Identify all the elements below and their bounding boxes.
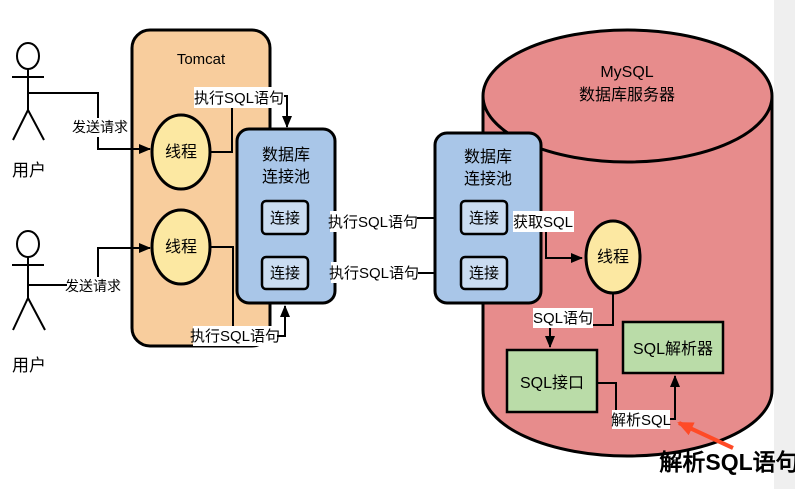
label-to-pool1-top-arrow — [282, 95, 292, 128]
connection-pool-1: 数据库 连接池 连接 连接 — [235, 127, 337, 305]
annotation-arrow — [677, 421, 734, 450]
thread-2-label: 线程 — [165, 238, 197, 256]
sql-parser-module: SQL解析器 — [621, 320, 725, 375]
user1-body — [12, 69, 45, 141]
pool1-connection-1-box — [260, 199, 310, 236]
pool2-title-line2: 连接池 — [464, 170, 512, 188]
sql-interface-box — [505, 348, 599, 414]
user2-request-arrow — [28, 243, 151, 286]
interface-to-label-line — [597, 382, 617, 411]
pool1-connection-2-box — [260, 255, 310, 291]
sql-parser-label: SQL解析器 — [633, 340, 713, 358]
user2-label: 用户 — [12, 356, 46, 375]
connection-pool-2: 数据库 连接池 连接 连接 — [433, 131, 543, 305]
pool2-title-line1: 数据库 — [464, 148, 512, 166]
tomcat-title: Tomcat — [177, 51, 226, 68]
pool2-connection-1-box — [459, 199, 509, 236]
mysql-title-line1: MySQL — [600, 64, 653, 81]
tomcat-thread-1: 线程 — [150, 113, 212, 191]
sql-statement-label-bg — [533, 308, 593, 328]
user2-body — [12, 257, 46, 331]
user1-request-label-bg — [74, 118, 127, 137]
parse-sql-arrow — [668, 375, 680, 420]
thread1-to-label-line — [210, 107, 233, 153]
pool2-connection-2-label: 连接 — [469, 265, 499, 282]
pool1-title-line2: 连接池 — [262, 168, 310, 186]
exec-sql-top-label-bg — [194, 87, 284, 108]
pool2-connection-1-label: 连接 — [469, 210, 499, 227]
pool2-connection-2-box — [459, 255, 509, 291]
mysql-thread: 线程 — [584, 219, 642, 295]
pool1-connection-1-label: 连接 — [270, 210, 300, 227]
mysql-thread-ellipse — [584, 219, 642, 295]
exec-sql-bottom-label-bg — [193, 326, 277, 346]
exec-sql-row1-label: 执行SQL语句 — [328, 214, 418, 231]
user1-head — [16, 42, 40, 70]
fetch-sql-label-bg — [513, 211, 574, 232]
right-margin-strip — [774, 0, 795, 489]
sql-interface-label: SQL接口 — [520, 374, 584, 392]
exec-sql-row2-label: 执行SQL语句 — [329, 265, 419, 282]
exec-sql-row1-label-bg — [330, 211, 417, 232]
sql-interface-module: SQL接口 — [505, 348, 599, 414]
pool1-connection-2-label: 连接 — [270, 265, 300, 282]
actor-user-1: 发送请求 用户 — [12, 42, 128, 180]
parse-sql-label-bg — [612, 410, 670, 429]
user1-request-label: 发送请求 — [72, 119, 128, 135]
sql-statement-label: SQL语句 — [533, 310, 593, 327]
sql-parser-box — [621, 320, 725, 375]
user1-label: 用户 — [12, 161, 46, 180]
user2-request-label-bg — [67, 277, 120, 296]
exec-sql-top-label: 执行SQL语句 — [194, 90, 284, 107]
user2-head — [16, 230, 40, 258]
thread-1-label: 线程 — [165, 143, 197, 161]
mysql-cylinder-top — [481, 28, 774, 164]
fetch-sql-label: 获取SQL — [513, 214, 573, 231]
actor-user-2: 发送请求 用户 — [12, 230, 121, 375]
annotation-group: 解析SQL语句 — [659, 421, 795, 475]
label-to-pool1-bottom-arrow — [275, 305, 290, 337]
thread2-to-label-line — [210, 246, 234, 327]
pool1-title-line1: 数据库 — [262, 146, 310, 164]
exec-sql-bottom-label: 执行SQL语句 — [190, 328, 280, 345]
exec-sql-row2-label-bg — [331, 262, 418, 283]
edge-labels: 执行SQL语句 执行SQL语句 执行SQL语句 执行SQL语句 获取SQL SQ… — [190, 87, 671, 429]
mysql-title-line2: 数据库服务器 — [579, 86, 675, 104]
parse-sql-label: 解析SQL — [611, 412, 671, 429]
tomcat-thread-2: 线程 — [150, 208, 212, 286]
annotation-text: 解析SQL语句 — [659, 449, 795, 475]
user2-request-label: 发送请求 — [65, 278, 121, 294]
mysql-thread-label: 线程 — [597, 248, 629, 266]
